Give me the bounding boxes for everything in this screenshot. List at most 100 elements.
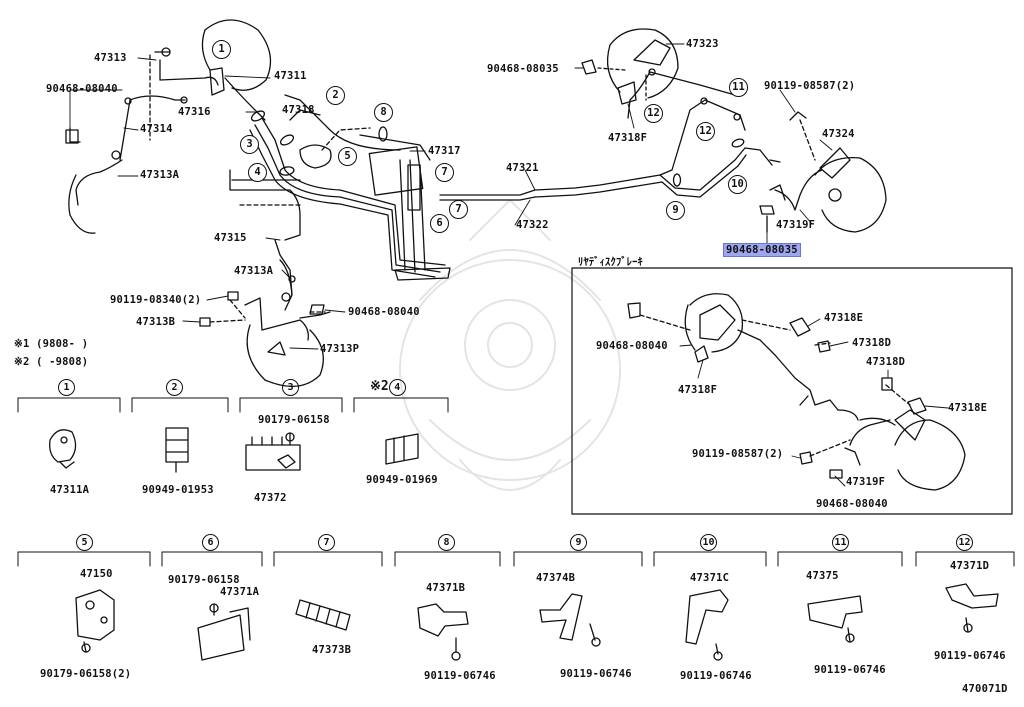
inset-label-90468-08040-d[interactable]: 90468-08040 (816, 498, 888, 510)
callout-7b[interactable]: 7 (449, 200, 468, 219)
part-label-47318[interactable]: 47318 (282, 104, 315, 116)
detail-part-47375[interactable]: 47375 (806, 570, 839, 582)
detail-part-90119-06746-12[interactable]: 90119-06746 (934, 650, 1006, 662)
detail-num-2: 2 (166, 379, 183, 396)
callout-7a[interactable]: 7 (435, 163, 454, 182)
note-2-text: ( -9808) (36, 356, 89, 368)
detail-num-12: 12 (956, 534, 973, 551)
detail-row1-parts (49, 427, 419, 473)
detail-part-90119-06746-11[interactable]: 90119-06746 (814, 664, 886, 676)
detail-header-8: 8 (438, 534, 455, 551)
detail-part-47371C[interactable]: 47371C (690, 572, 730, 584)
callout-11[interactable]: 11 (729, 78, 748, 97)
detail-header-5: 5 (76, 534, 93, 551)
callout-10[interactable]: 10 (728, 175, 747, 194)
detail-num-8: 8 (438, 534, 455, 551)
detail-part-47373B[interactable]: 47373B (312, 644, 352, 656)
detail-row2-brackets (17, 551, 1015, 567)
part-label-47311[interactable]: 47311 (274, 70, 307, 82)
part-label-47323[interactable]: 47323 (686, 38, 719, 50)
detail-num-9: 9 (570, 534, 587, 551)
detail-num-11: 11 (832, 534, 849, 551)
detail-header-9: 9 (570, 534, 587, 551)
note-1-mark: ※1 (14, 338, 30, 350)
detail-num-10: 10 (700, 534, 717, 551)
part-label-47315[interactable]: 47315 (214, 232, 247, 244)
part-label-47321[interactable]: 47321 (506, 162, 539, 174)
inset-label-47318E[interactable]: 47318E (824, 312, 864, 324)
detail-num-5: 5 (76, 534, 93, 551)
part-label-47313B[interactable]: 47313B (136, 316, 176, 328)
part-label-47317[interactable]: 47317 (428, 145, 461, 157)
detail-header-11: 11 (832, 534, 849, 551)
part-label-90468-08040-b[interactable]: 90468-08040 (348, 306, 420, 318)
watermark-emblem (399, 199, 621, 491)
detail-part-47371B[interactable]: 47371B (426, 582, 466, 594)
detail-num-1: 1 (58, 379, 75, 396)
detail-row2-parts (75, 583, 999, 661)
part-label-47318F[interactable]: 47318F (608, 132, 648, 144)
inset-title: ﾘﾔﾃﾞｨｽｸﾌﾞﾚｰｷ (578, 256, 643, 268)
callout-5[interactable]: 5 (338, 147, 357, 166)
note-2: ※2 ( -9808) (14, 356, 88, 368)
detail-row1-brackets (17, 397, 449, 413)
part-label-47313[interactable]: 47313 (94, 52, 127, 64)
inset-label-90468-08040[interactable]: 90468-08040 (596, 340, 668, 352)
detail-part-47371D[interactable]: 47371D (950, 560, 990, 572)
leader-lines (69, 43, 949, 487)
part-label-90468-08040[interactable]: 90468-08040 (46, 83, 118, 95)
part-label-90468-08035[interactable]: 90468-08035 (487, 63, 559, 75)
part-label-47313A[interactable]: 47313A (140, 169, 180, 181)
inset-label-47318F[interactable]: 47318F (678, 384, 718, 396)
inset-label-47318E-b[interactable]: 47318E (948, 402, 988, 414)
detail-part-47150[interactable]: 47150 (80, 568, 113, 580)
detail-part-47371A[interactable]: 47371A (220, 586, 260, 598)
callout-9[interactable]: 9 (666, 201, 685, 220)
part-label-47313P[interactable]: 47313P (320, 343, 360, 355)
diagram-id: 470071D (962, 683, 1008, 695)
detail-part-90119-06746-9[interactable]: 90119-06746 (560, 668, 632, 680)
inset-label-47319F[interactable]: 47319F (846, 476, 886, 488)
callout-12a[interactable]: 12 (644, 104, 663, 123)
note-2-mark: ※2 (14, 356, 30, 368)
callout-4[interactable]: 4 (248, 163, 267, 182)
part-label-90119-08587[interactable]: 90119-08587(2) (764, 80, 856, 92)
detail-num-6: 6 (202, 534, 219, 551)
callout-12b[interactable]: 12 (696, 122, 715, 141)
rear-brake-lines (439, 28, 887, 233)
detail-part-47374B[interactable]: 47374B (536, 572, 576, 584)
detail-part-47311A[interactable]: 47311A (50, 484, 90, 496)
part-label-47313A-lower[interactable]: 47313A (234, 265, 274, 277)
detail-part-90119-06746-8[interactable]: 90119-06746 (424, 670, 496, 682)
detail-part-90949-01953[interactable]: 90949-01953 (142, 484, 214, 496)
detail-header-2: 2 (166, 379, 183, 396)
inset-rear-disc-brake (627, 293, 966, 491)
callout-6[interactable]: 6 (430, 214, 449, 233)
callout-8[interactable]: 8 (374, 103, 393, 122)
detail-part-90179-06158[interactable]: 90179-06158 (258, 414, 330, 426)
detail-num-3: 3 (282, 379, 299, 396)
detail-header-6: 6 (202, 534, 219, 551)
inset-label-90119-08587[interactable]: 90119-08587(2) (692, 448, 784, 460)
part-label-47314[interactable]: 47314 (140, 123, 173, 135)
inset-label-47318D-b[interactable]: 47318D (866, 356, 906, 368)
callout-2[interactable]: 2 (326, 86, 345, 105)
part-label-90468-08035-selected[interactable]: 90468-08035 (723, 243, 801, 257)
callout-3[interactable]: 3 (240, 135, 259, 154)
part-label-47324[interactable]: 47324 (822, 128, 855, 140)
detail-num-4: 4 (388, 379, 406, 396)
detail-part-90179-06158-2[interactable]: 90179-06158(2) (40, 668, 132, 680)
detail-part-90119-06746-10[interactable]: 90119-06746 (680, 670, 752, 682)
inset-label-47318D[interactable]: 47318D (852, 337, 892, 349)
detail-part-90179-06158-b[interactable]: 90179-06158 (168, 574, 240, 586)
part-label-47322[interactable]: 47322 (516, 219, 549, 231)
part-label-90119-08340[interactable]: 90119-08340(2) (110, 294, 202, 306)
callout-1[interactable]: 1 (212, 40, 231, 59)
detail-mark-4: ※2 (370, 379, 389, 394)
part-label-47319F[interactable]: 47319F (776, 219, 816, 231)
part-label-47316[interactable]: 47316 (178, 106, 211, 118)
detail-part-47372[interactable]: 47372 (254, 492, 287, 504)
detail-part-90949-01969[interactable]: 90949-01969 (366, 474, 438, 486)
